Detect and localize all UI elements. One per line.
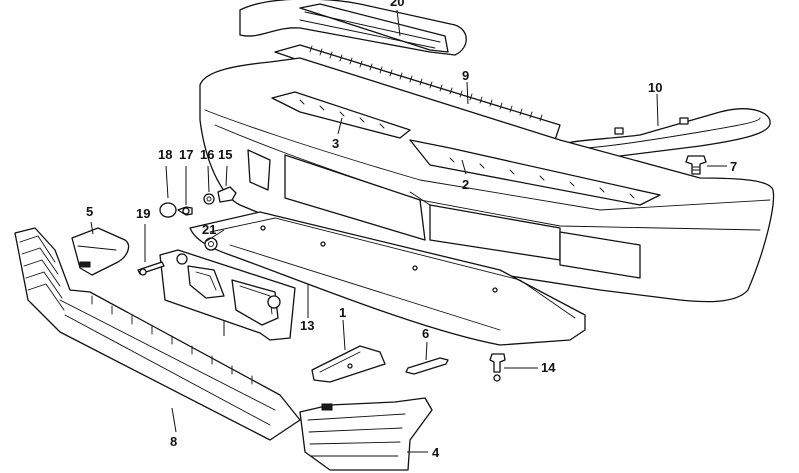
callout-19: 19: [136, 206, 150, 221]
part-1-bracket-plate: [311, 345, 386, 383]
part-5-left-bracket: [71, 227, 130, 276]
callout-5: 5: [86, 204, 93, 219]
part-19-screw: [137, 261, 165, 276]
callout-15: 15: [218, 147, 232, 162]
callout-6: 6: [422, 326, 429, 341]
callout-4: 4: [432, 445, 440, 460]
callout-17: 17: [179, 147, 193, 162]
part-8-left-grille: [14, 227, 301, 441]
callout-16: 16: [200, 147, 214, 162]
callout-9: 9: [462, 68, 469, 83]
callout-18: 18: [158, 147, 172, 162]
callout-labels: 20 9 10 7 3 2 18 17 16 15 19 21 5 13 1 6…: [86, 0, 737, 460]
leader-lines: [90, 9, 727, 453]
callout-13: 13: [300, 318, 314, 333]
callout-1: 1: [339, 305, 346, 320]
part-12-upper-trim: [239, 0, 467, 56]
part-21-plate-bracket: [159, 249, 296, 341]
part-13-absorber: [189, 211, 586, 346]
part-4-right-grille: [299, 397, 433, 471]
callout-7: 7: [730, 159, 737, 174]
part-14-clip: [489, 353, 506, 382]
callout-14: 14: [541, 360, 556, 375]
part-16-washer: [203, 193, 215, 205]
part-7-clip: [685, 155, 707, 175]
callout-8: 8: [170, 434, 177, 449]
callout-20: 21: [202, 222, 216, 237]
part-6-spacer: [405, 357, 449, 375]
part-15-clip: [217, 186, 237, 203]
callout-10: 10: [648, 80, 662, 95]
part-18-cap: [159, 202, 177, 218]
part-17-screw: [177, 206, 193, 216]
callout-2: 2: [462, 177, 469, 192]
part-20-nut: [204, 237, 218, 251]
callout-3: 3: [332, 136, 339, 151]
callout-12: 20: [390, 0, 404, 9]
